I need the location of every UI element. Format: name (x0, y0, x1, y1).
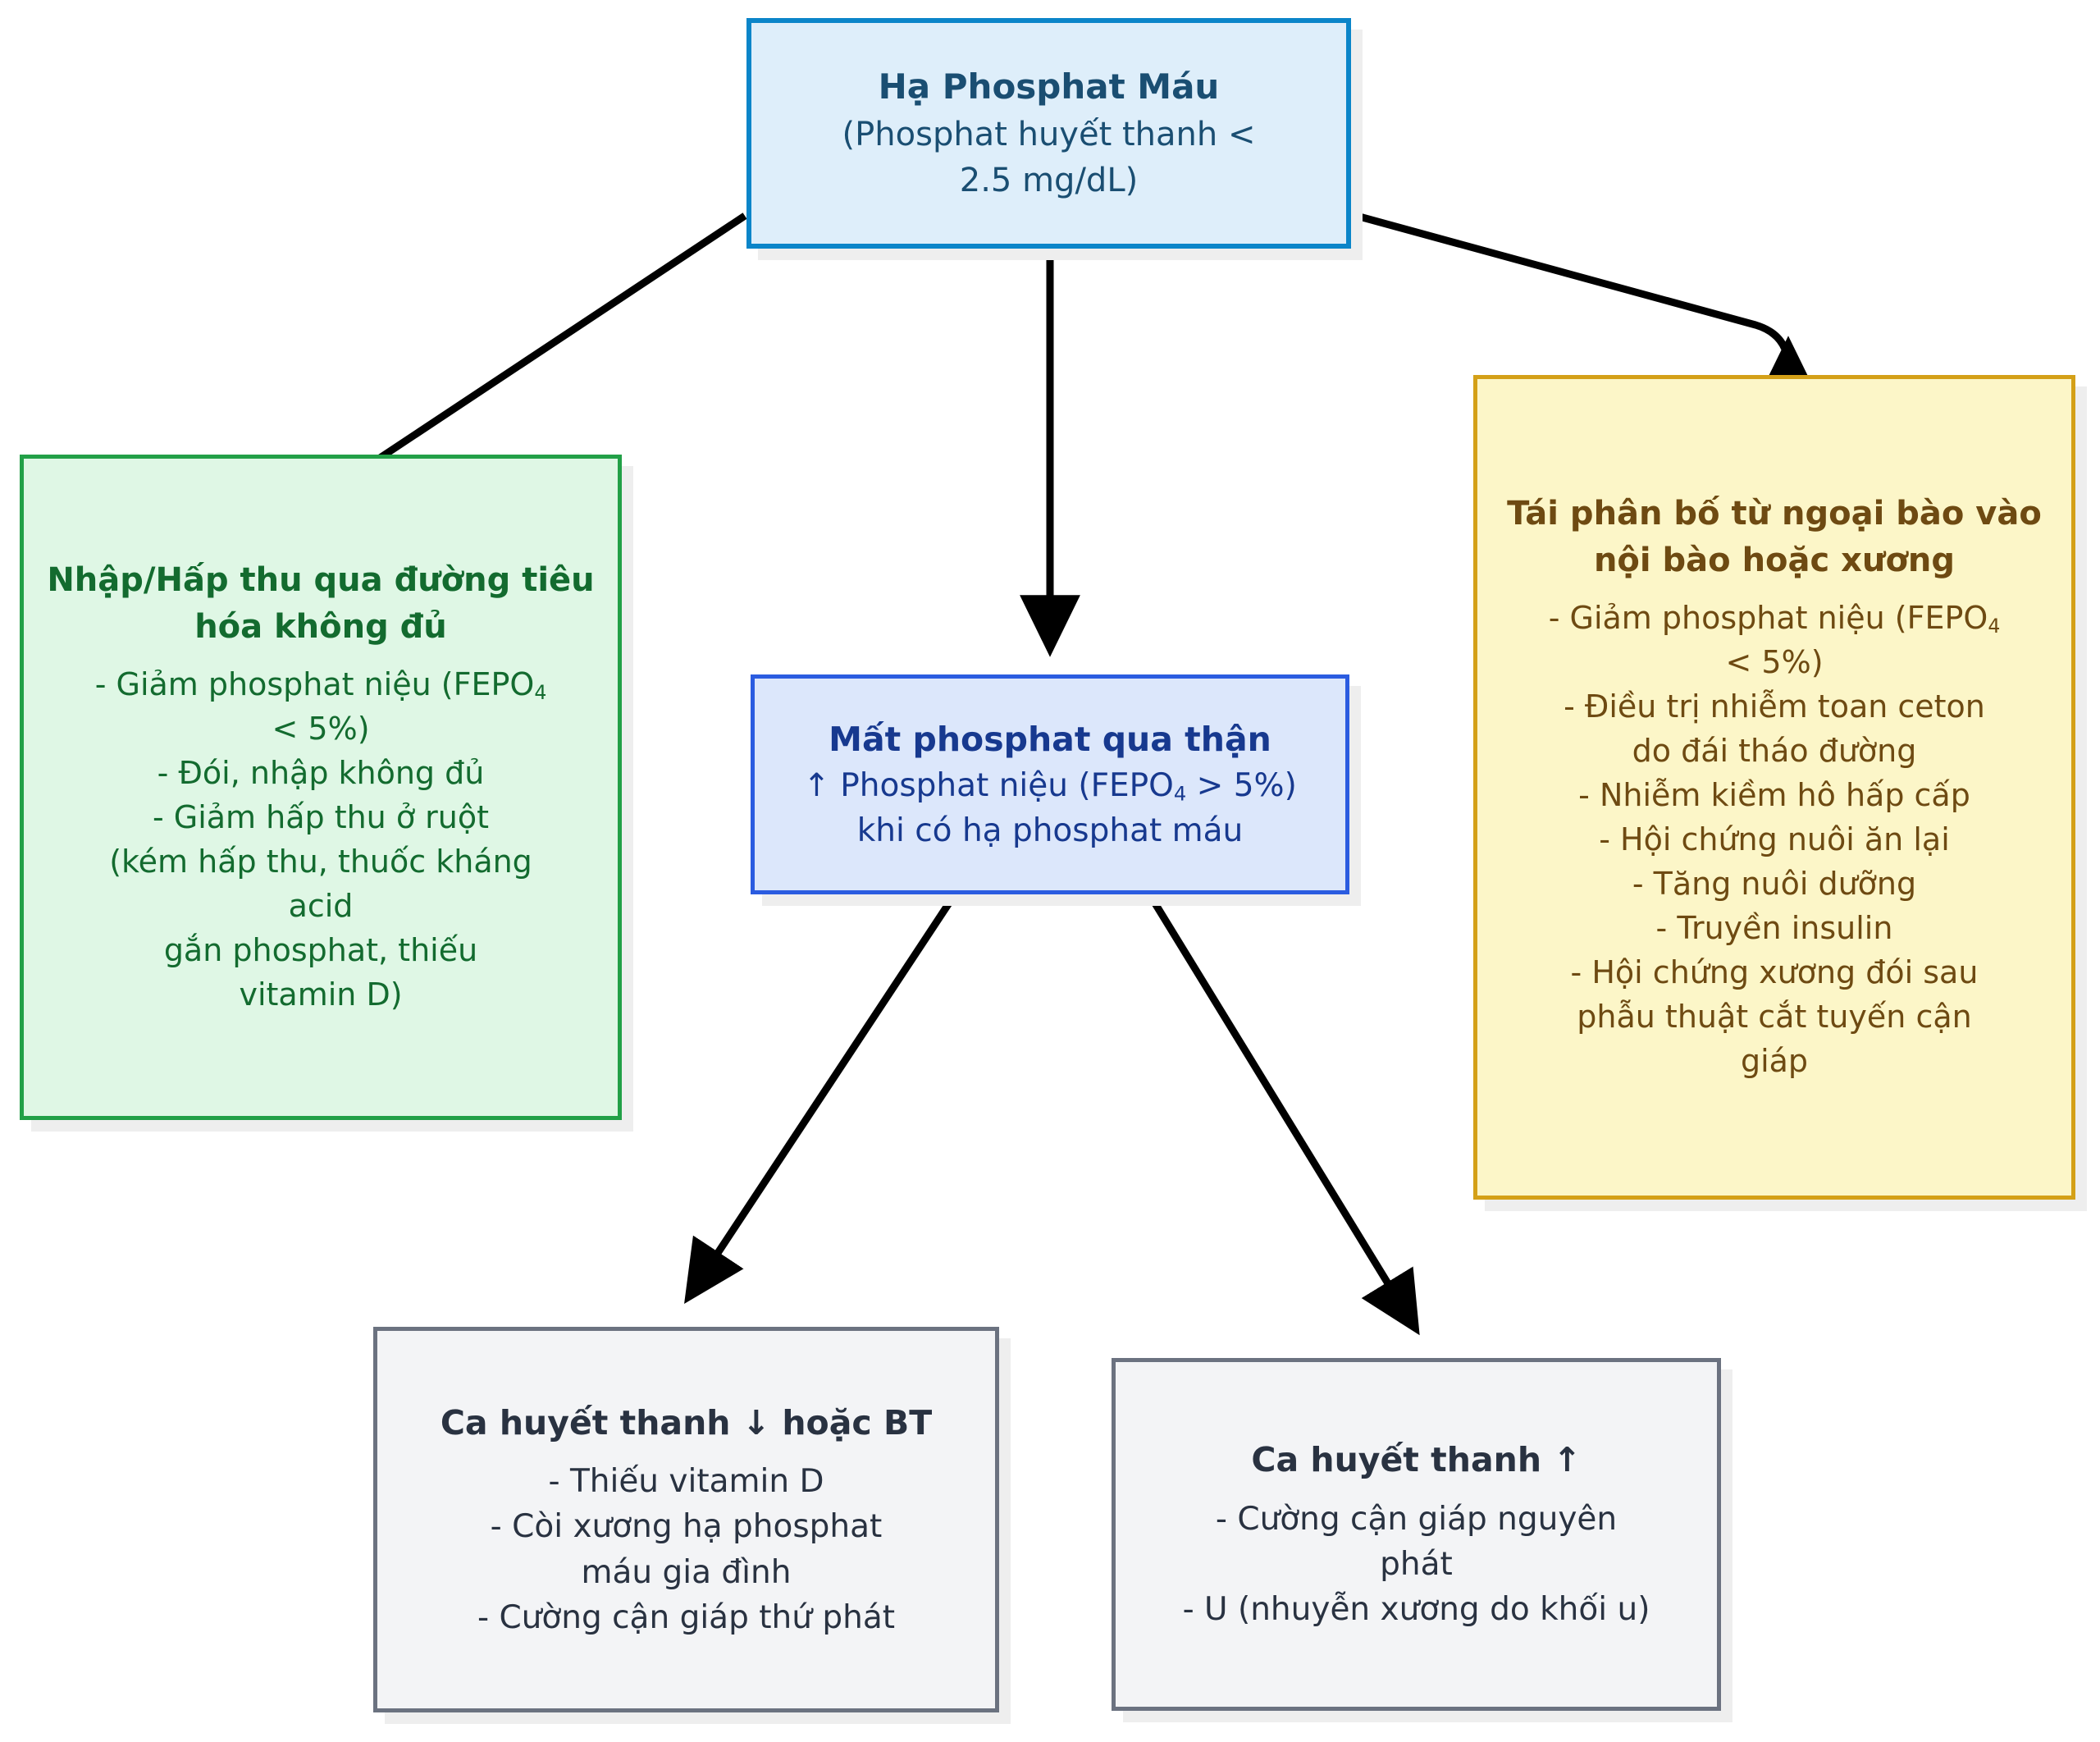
node-gi-intake-line-5: (kém hấp thu, thuốc kháng (109, 843, 532, 880)
node-redistribution-body: - Giảm phosphat niệu (FEPO4 < 5%) - Điều… (1549, 597, 2001, 1083)
node-redistribution-title-line-2: vào nội bào hoặc xương (1593, 495, 2042, 580)
node-gi-intake-title-line-2: tiêu hóa không đủ (194, 561, 595, 647)
node-renal-loss-body: ↑ Phosphat niệu (FEPO4 > 5%) khi có hạ p… (803, 763, 1297, 854)
node-hypophosphatemia[interactable]: Hạ Phosphat Máu (Phosphat huyết thanh < … (746, 18, 1351, 249)
node-redistribution-line-9: - Hội chứng xương đói sau (1570, 953, 1979, 990)
edge-renal-loss-to-ca-low (684, 897, 955, 1305)
node-ca-high-body: - Cường cận giáp nguyên phát - U (nhuyễn… (1183, 1497, 1650, 1633)
fepo4-subscript: 4 (1173, 782, 1187, 806)
node-gi-intake-line-1: - Giảm phosphat niệu (FEPO4 (94, 666, 547, 705)
node-ca-low-line-3: máu gia đình (581, 1553, 792, 1591)
node-gi-intake-title-line-1: Nhập/Hấp thu qua đường (47, 561, 511, 600)
node-gi-intake-line-3: - Đói, nhập không đủ (157, 754, 485, 791)
node-gi-intake-title: Nhập/Hấp thu qua đường tiêu hóa không đủ (39, 557, 603, 651)
node-redistribution-line-10: phẫu thuật cắt tuyến cận (1577, 998, 1972, 1035)
node-redistribution[interactable]: Tái phân bố từ ngoại bào vào nội bào hoặ… (1473, 375, 2075, 1200)
node-renal-loss[interactable]: Mất phosphat qua thận ↑ Phosphat niệu (F… (751, 674, 1349, 894)
node-redistribution-line-5: - Nhiễm kiềm hô hấp cấp (1578, 776, 1970, 813)
node-gi-intake-line-2: < 5%) (272, 711, 370, 748)
node-gi-intake-line-7: gắn phosphat, thiếu (163, 931, 478, 968)
node-ca-low-line-2: - Còi xương hạ phosphat (490, 1508, 883, 1546)
node-ca-low-line-1: - Thiếu vitamin D (548, 1462, 824, 1500)
edge-root-to-redistribution-main (1352, 211, 1819, 398)
node-ca-high-line-2: phát (1380, 1546, 1453, 1584)
node-redistribution-line-2: < 5%) (1725, 644, 1824, 681)
node-ca-low-title: Ca huyết thanh ↓ hoặc BT (440, 1402, 933, 1443)
node-gi-intake-line-4: - Giảm hấp thu ở ruột (152, 798, 490, 835)
node-ca-high[interactable]: Ca huyết thanh ↑ - Cường cận giáp nguyên… (1112, 1358, 1721, 1711)
node-redistribution-line-4: do đái tháo đường (1632, 733, 1917, 769)
node-renal-loss-title: Mất phosphat qua thận (829, 719, 1271, 759)
node-renal-loss-line-2: khi có hạ phosphat máu (856, 812, 1244, 850)
node-gi-intake-body: - Giảm phosphat niệu (FEPO4 < 5%) - Đói,… (95, 663, 547, 1017)
node-ca-low-body: - Thiếu vitamin D - Còi xương hạ phospha… (477, 1459, 895, 1641)
node-redistribution-line-6: - Hội chứng nuôi ăn lại (1599, 821, 1950, 857)
node-ca-high-line-3: - U (nhuyễn xương do khối u) (1182, 1591, 1650, 1629)
node-gi-intake[interactable]: Nhập/Hấp thu qua đường tiêu hóa không đủ… (20, 455, 622, 1120)
node-hypophosphatemia-line-1: (Phosphat huyết thanh < (842, 115, 1256, 153)
node-hypophosphatemia-body: (Phosphat huyết thanh < 2.5 mg/dL) (842, 112, 1256, 205)
node-redistribution-line-3: - Điều trị nhiễm toan ceton (1564, 688, 1985, 725)
fepo4-subscript: 4 (534, 681, 547, 705)
node-ca-low[interactable]: Ca huyết thanh ↓ hoặc BT - Thiếu vitamin… (373, 1327, 999, 1712)
node-ca-low-line-4: - Cường cận giáp thứ phát (477, 1599, 896, 1637)
node-redistribution-title-line-1: Tái phân bố từ ngoại bào (1507, 495, 1965, 533)
node-redistribution-line-11: giáp (1740, 1042, 1809, 1079)
node-hypophosphatemia-line-2: 2.5 mg/dL) (959, 162, 1139, 200)
node-ca-high-line-1: - Cường cận giáp nguyên (1215, 1500, 1618, 1538)
node-hypophosphatemia-title: Hạ Phosphat Máu (878, 66, 1220, 107)
node-gi-intake-line-8: vitamin D) (239, 976, 403, 1013)
node-redistribution-line-7: - Tăng nuôi dưỡng (1632, 865, 1917, 902)
fepo4-subscript: 4 (1988, 615, 2001, 638)
node-renal-loss-line-1: ↑ Phosphat niệu (FEPO4 > 5%) (803, 766, 1297, 806)
node-ca-high-title: Ca huyết thanh ↑ (1251, 1440, 1582, 1480)
node-redistribution-title: Tái phân bố từ ngoại bào vào nội bào hoặ… (1492, 491, 2057, 584)
node-redistribution-line-1: - Giảm phosphat niệu (FEPO4 (1548, 600, 2001, 638)
edge-renal-loss-to-ca-high (1149, 897, 1420, 1336)
node-redistribution-line-8: - Truyền insulin (1655, 909, 1893, 946)
node-gi-intake-line-6: acid (288, 887, 354, 924)
